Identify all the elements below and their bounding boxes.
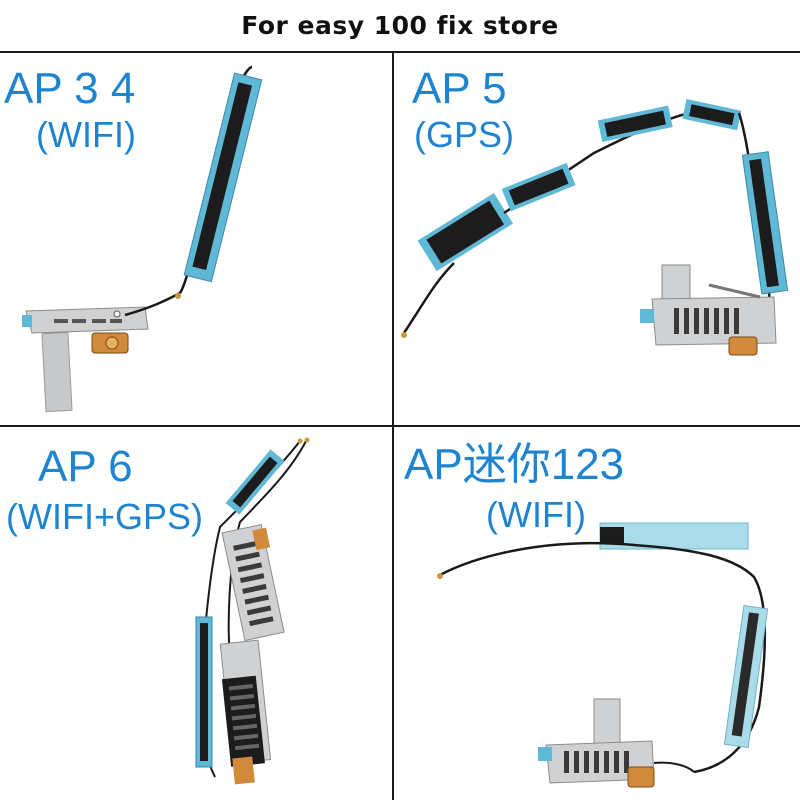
- panel-ap5: AP 5 (GPS): [394, 53, 800, 425]
- horizontal-divider-top: [0, 51, 800, 53]
- antenna-ap34-photo: [22, 65, 263, 413]
- panel-ap34: AP 3 4 (WIFI): [0, 53, 392, 425]
- antenna-apmini-photo: [437, 522, 769, 788]
- panel-title-ap5: AP 5: [412, 64, 507, 113]
- antenna-ap6-photo: [195, 437, 310, 785]
- panel-subtitle-ap5: (GPS): [414, 114, 515, 155]
- panel-subtitle-ap6: (WIFI+GPS): [6, 496, 203, 537]
- store-banner: For easy 100 fix store: [241, 10, 559, 40]
- panel-ap6: AP 6 (WIFI+GPS): [0, 427, 392, 800]
- horizontal-divider-middle: [0, 425, 800, 427]
- vertical-divider: [392, 51, 394, 800]
- panel-apmini: AP迷你123 (WIFI): [394, 427, 800, 800]
- antenna-ap5-photo: [401, 99, 789, 356]
- panel-title-apmini: AP迷你123: [404, 440, 625, 489]
- panel-title-ap6: AP 6: [38, 442, 133, 491]
- panel-subtitle-ap34: (WIFI): [36, 114, 136, 155]
- panel-title-ap34: AP 3 4: [4, 64, 136, 113]
- panel-subtitle-apmini: (WIFI): [486, 494, 586, 535]
